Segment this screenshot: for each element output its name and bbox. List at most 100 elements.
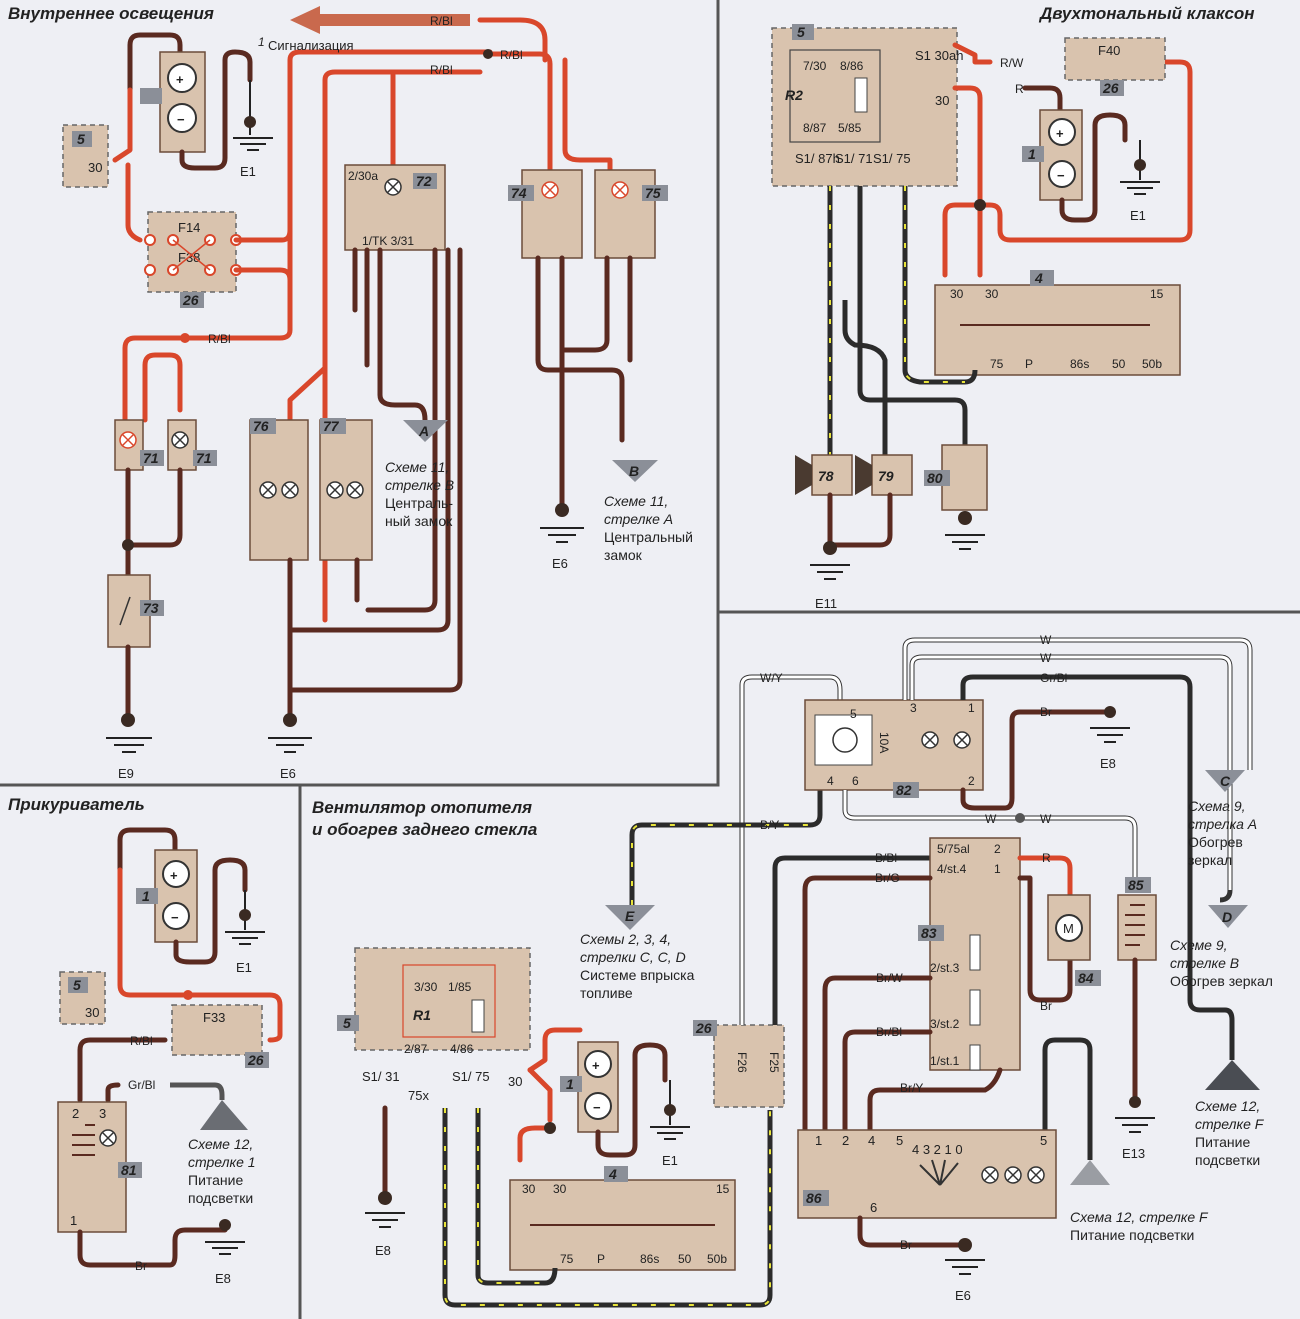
- arrow-d-label: D: [1222, 909, 1232, 925]
- terminal-30-label: 30: [85, 1005, 99, 1020]
- wire-label: R/Bl: [500, 48, 523, 62]
- ignition-pin-label: 15: [1150, 287, 1164, 301]
- note-line: Схемы 2, 3, 4,: [580, 931, 672, 947]
- wire-label: Gr/Bl: [128, 1078, 155, 1092]
- component-80-tag: 80: [927, 470, 943, 486]
- pin-label: 1/st.1: [930, 1054, 960, 1068]
- component-26-tag: 26: [695, 1020, 712, 1036]
- note-line: Схема 12, стрелке F: [1070, 1209, 1208, 1225]
- s1-pin-label: S1/ 31: [362, 1069, 400, 1084]
- ground-e8-icon: [1090, 727, 1130, 743]
- title-line-2: и обогрев заднего стекла: [312, 820, 538, 839]
- ground-e1-label: E1: [236, 960, 252, 975]
- heater-fan-section: 5 3/30 1/85 2/87 4/86 R1 S1/ 31 75x S1/ …: [337, 633, 1260, 1308]
- ground-icon: [945, 534, 985, 550]
- fuse-f25-label: F25: [767, 1052, 781, 1073]
- svg-text:−: −: [593, 1100, 601, 1115]
- ignition-pin-label: 75: [990, 357, 1004, 371]
- ground-e8-label: E8: [375, 1243, 391, 1258]
- arrow-c-label: C: [1220, 773, 1231, 789]
- svg-text:−: −: [177, 112, 185, 127]
- terminal-30-label: 30: [508, 1074, 522, 1089]
- wire-label: W: [1040, 633, 1052, 647]
- pin-label: 2/st.3: [930, 961, 960, 975]
- s1-pin-label: S1/ 87h: [795, 151, 840, 166]
- component-5-tag: 5: [77, 131, 85, 147]
- wire-label: R/Bl: [208, 332, 231, 346]
- transistor-icon: [832, 727, 858, 753]
- ignition-pin-label: 75: [560, 1252, 574, 1266]
- ground-e8-label: E8: [215, 1271, 231, 1286]
- svg-text:−: −: [171, 910, 179, 925]
- wire-label: Br: [135, 1259, 147, 1273]
- note-line: Питание подсветки: [1070, 1227, 1195, 1243]
- arrow-f-icon: [1205, 1060, 1260, 1090]
- note-schema-11-arrow-b: Схеме 11, стрелке В Централь- ный замок: [385, 458, 454, 530]
- arrow-f2-icon: [1070, 1160, 1110, 1185]
- component-1-tag: 1: [566, 1076, 574, 1092]
- ground-e13-icon: [1115, 1117, 1155, 1133]
- s1-pin-label: S1/ 71: [835, 151, 873, 166]
- heater-grid-icon: [1125, 904, 1145, 946]
- alarm-label: Сигнализация: [268, 38, 354, 53]
- component-77-tag: 77: [323, 418, 340, 434]
- fuse-box-26: [713, 1024, 785, 1108]
- component-82-tag: 82: [896, 782, 912, 798]
- lamp-pair-77-icon: [326, 481, 364, 499]
- arrow-d-icon: [1208, 905, 1248, 928]
- ground-e6b-icon: [540, 527, 584, 543]
- note-line: Питание: [188, 1172, 244, 1188]
- wire-label: R: [1042, 851, 1051, 865]
- component-84-tag: 84: [1078, 970, 1094, 986]
- note-line: Схеме 12,: [188, 1136, 254, 1152]
- component-85-tag: 85: [1128, 877, 1144, 893]
- ignition-pin-label: 50: [678, 1252, 692, 1266]
- section-title-interior-lighting: Внутреннее освещения: [8, 4, 214, 23]
- pin-label: 2: [968, 774, 975, 788]
- s1-pin-label: S1/ 75: [873, 151, 911, 166]
- ignition-pin-label: 30: [553, 1182, 567, 1196]
- relay-pin-label: 7/30: [803, 59, 827, 73]
- ignition-pin-label: 86s: [1070, 357, 1089, 371]
- title-line-1: Вентилятор отопителя: [312, 798, 533, 817]
- note-line: стрелке А: [604, 511, 674, 527]
- wire-label: W: [1040, 651, 1052, 665]
- wire-label: W: [985, 812, 997, 826]
- component-1-tag: 1: [1028, 146, 1036, 162]
- wire-label: R: [1015, 82, 1024, 96]
- wire-label: Br/Y: [900, 1081, 923, 1095]
- relay-pin-label: 3/30: [414, 980, 438, 994]
- ground-e6b-label: E6: [552, 556, 568, 571]
- fuse-box-26: [171, 1004, 263, 1056]
- ground-e1-label: E1: [662, 1153, 678, 1168]
- pin-label: 6: [852, 774, 859, 788]
- arrow-e-label: E: [625, 908, 635, 924]
- svg-text:+: +: [1056, 126, 1064, 141]
- component-4-tag: 4: [1034, 270, 1043, 286]
- note-schema-9-arrow-b: Схеме 9, стрелке В Обогрев зеркал: [1170, 936, 1273, 990]
- pin-label: 2: [72, 1106, 79, 1121]
- ground-e11-icon: [810, 564, 850, 580]
- s1-pin-label: 75x: [408, 1088, 429, 1103]
- fuse-box-26: [147, 211, 237, 293]
- motor-icon: [1055, 914, 1083, 942]
- arrow-1-icon: [200, 1100, 248, 1130]
- wire-label: W/Y: [760, 671, 783, 685]
- note-line: стрелке F: [1195, 1116, 1264, 1132]
- note-schema-12-arrow-f: Схеме 12, стрелке F Питание подсветки: [1195, 1097, 1263, 1169]
- ignition-switch-4-box: [934, 284, 1181, 376]
- component-4-tag: 4: [608, 1166, 617, 1182]
- horn-78-icon: [795, 455, 812, 495]
- arrow-e-icon: [605, 905, 655, 930]
- component-5-tag: 5: [343, 1015, 351, 1031]
- interior-lighting-section: + − 5 30 1 E1 F14 F38 26 71 71: [62, 6, 668, 781]
- section-title-cigarette-lighter: Прикуриватель: [8, 795, 145, 814]
- note-line: Питание: [1195, 1134, 1251, 1150]
- fuse-f33-label: F33: [203, 1010, 225, 1025]
- note-line: зеркал: [1188, 852, 1233, 868]
- wire-label: R/Bl: [430, 63, 453, 77]
- ground-e13-label: E13: [1122, 1146, 1145, 1161]
- pin-label: 1: [968, 701, 975, 715]
- ignition-pin-label: 30: [950, 287, 964, 301]
